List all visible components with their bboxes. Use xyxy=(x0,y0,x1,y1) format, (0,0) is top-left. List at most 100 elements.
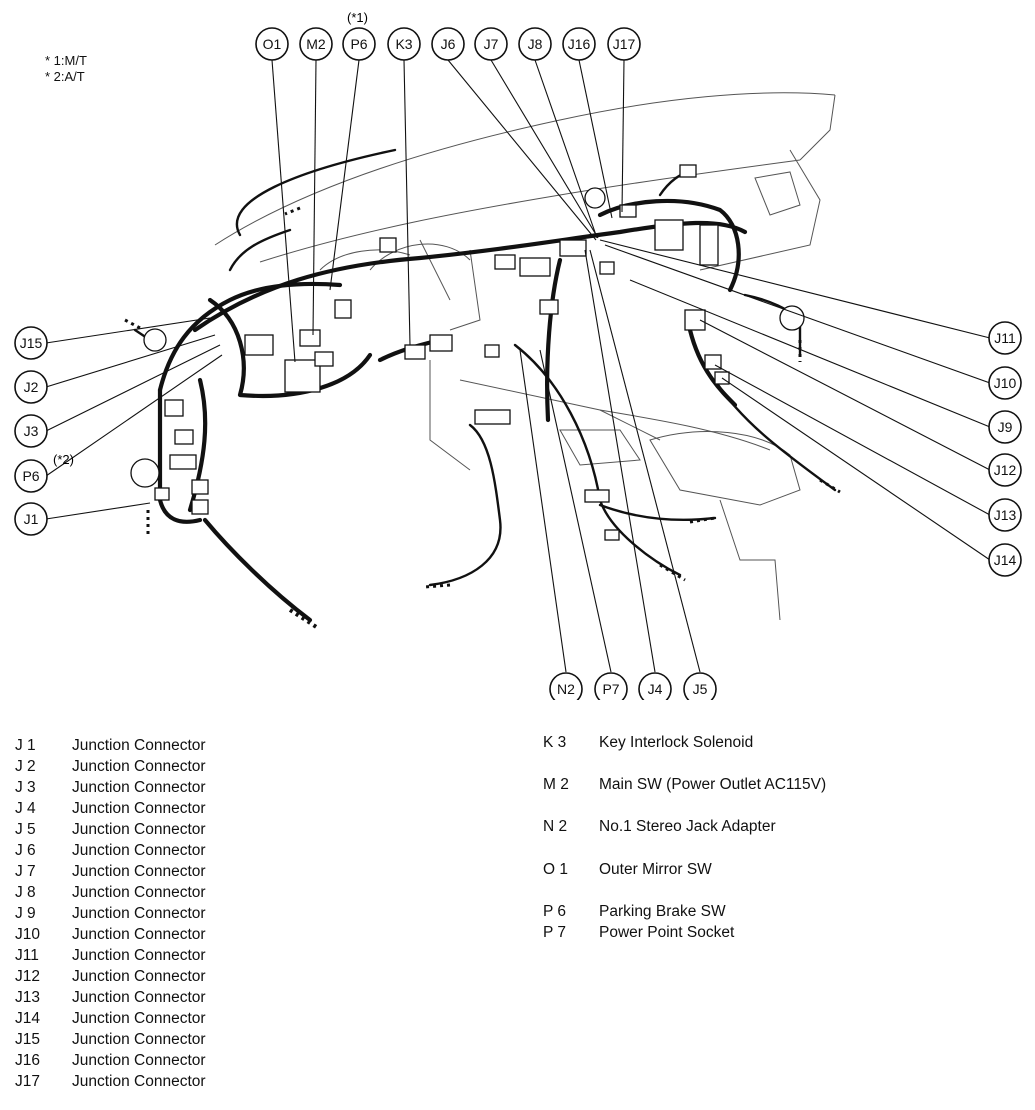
legend-name: Junction Connector xyxy=(72,1052,206,1069)
legend-junction-connectors: J 1 Junction Connector J 2 Junction Connec… xyxy=(15,737,206,1094)
callout-k3: K3 xyxy=(387,27,421,61)
legend-row: J 8 Junction Connector xyxy=(15,884,206,905)
callout-j13: J13 xyxy=(988,498,1022,532)
leader-lines xyxy=(45,59,991,673)
legend-code: M 2 xyxy=(543,776,569,793)
main-harness xyxy=(133,148,837,623)
legend-name: Junction Connector xyxy=(72,737,206,754)
svg-text:J10: J10 xyxy=(994,375,1017,391)
legend-row: J17 Junction Connector xyxy=(15,1073,206,1094)
legend-name: Junction Connector xyxy=(72,968,206,985)
svg-text:P7: P7 xyxy=(602,681,619,697)
svg-text:K3: K3 xyxy=(395,36,412,52)
legend-row: J16 Junction Connector xyxy=(15,1052,206,1073)
callout-n2: N2 xyxy=(549,672,583,700)
legend-code: J16 xyxy=(15,1052,40,1069)
callout-p6-top: P6 xyxy=(342,27,376,61)
callout-j4: J4 xyxy=(638,672,672,700)
legend-code: J 8 xyxy=(15,884,36,901)
svg-text:J16: J16 xyxy=(568,36,591,52)
svg-text:J1: J1 xyxy=(24,511,39,527)
legend-code: J 6 xyxy=(15,842,36,859)
legend-name: Outer Mirror SW xyxy=(599,861,712,878)
legend-name: Junction Connector xyxy=(72,1073,206,1090)
callout-j17: J17 xyxy=(607,27,641,61)
legend-code: J 7 xyxy=(15,863,36,880)
legend-name: Junction Connector xyxy=(72,926,206,943)
p6-top-note: (*1) xyxy=(347,10,368,25)
legend-row: J12 Junction Connector xyxy=(15,968,206,989)
wiring-harness-diagram: (*1) (*2) O1 M2 P6 K3 J6 J7 J8 J16 J17 J… xyxy=(14,10,1022,700)
legend-code: J10 xyxy=(15,926,40,943)
legend-name: Parking Brake SW xyxy=(599,903,726,920)
legend-name: Junction Connector xyxy=(72,1031,206,1048)
legend-code: J17 xyxy=(15,1073,40,1090)
legend-code: J 2 xyxy=(15,758,36,775)
svg-text:N2: N2 xyxy=(557,681,575,697)
legend-code: N 2 xyxy=(543,818,568,835)
callout-m2: M2 xyxy=(299,27,333,61)
svg-text:J11: J11 xyxy=(994,330,1016,346)
callout-p6-left: P6 xyxy=(14,459,48,493)
footnote-at: * 2:A/T xyxy=(45,69,85,84)
legend-name: Junction Connector xyxy=(72,863,206,880)
svg-text:J2: J2 xyxy=(24,379,39,395)
svg-text:J12: J12 xyxy=(994,462,1017,478)
dashboard-outline xyxy=(214,92,836,621)
legend-code: J15 xyxy=(15,1031,40,1048)
legend-code: J 3 xyxy=(15,779,36,796)
legend-row: O 1 Outer Mirror SW xyxy=(543,861,712,879)
svg-text:J8: J8 xyxy=(528,36,543,52)
legend-name: Junction Connector xyxy=(72,1010,206,1027)
legend-row: J 3 Junction Connector xyxy=(15,779,206,800)
svg-text:J7: J7 xyxy=(484,36,499,52)
legend-name: Junction Connector xyxy=(72,905,206,922)
legend-code: P 7 xyxy=(543,924,566,941)
svg-text:P6: P6 xyxy=(22,468,39,484)
legend-code: J 1 xyxy=(15,737,36,754)
callout-j11: J11 xyxy=(988,321,1022,355)
legend-row: N 2 No.1 Stereo Jack Adapter xyxy=(543,818,776,836)
svg-text:J13: J13 xyxy=(994,507,1017,523)
legend-name: No.1 Stereo Jack Adapter xyxy=(599,818,776,835)
legend-row: J 5 Junction Connector xyxy=(15,821,206,842)
legend-name: Junction Connector xyxy=(72,821,206,838)
legend-name: Junction Connector xyxy=(72,779,206,796)
legend-row: J15 Junction Connector xyxy=(15,1031,206,1052)
legend-row: P 7 Power Point Socket xyxy=(543,924,734,942)
svg-text:O1: O1 xyxy=(263,36,282,52)
legend-name: Power Point Socket xyxy=(599,924,735,941)
callout-p7: P7 xyxy=(594,672,628,700)
callout-j16: J16 xyxy=(562,27,596,61)
callout-j12: J12 xyxy=(988,453,1022,487)
callout-j1: J1 xyxy=(14,502,48,536)
legend-name: Junction Connector xyxy=(72,884,206,901)
p6-left-note: (*2) xyxy=(53,452,74,467)
callout-j6: J6 xyxy=(431,27,465,61)
legend-code: J14 xyxy=(15,1010,40,1027)
legend-code: J 9 xyxy=(15,905,36,922)
svg-text:J4: J4 xyxy=(648,681,663,697)
legend-code: O 1 xyxy=(543,861,568,878)
svg-text:J14: J14 xyxy=(994,552,1017,568)
legend-code: J12 xyxy=(15,968,40,985)
harness-continuations xyxy=(124,206,841,630)
callout-j15: J15 xyxy=(14,326,48,360)
legend-code: J 4 xyxy=(15,800,36,817)
svg-text:J3: J3 xyxy=(24,423,39,439)
callout-j2: J2 xyxy=(14,370,48,404)
svg-text:P6: P6 xyxy=(350,36,367,52)
svg-text:M2: M2 xyxy=(306,36,326,52)
legend-code: J 5 xyxy=(15,821,36,838)
callout-j14: J14 xyxy=(988,543,1022,577)
legend-code: J11 xyxy=(15,947,39,964)
legend-name: Junction Connector xyxy=(72,758,206,775)
legend-row: J 2 Junction Connector xyxy=(15,758,206,779)
callout-j5: J5 xyxy=(683,672,717,700)
legend-code: J13 xyxy=(15,989,40,1006)
